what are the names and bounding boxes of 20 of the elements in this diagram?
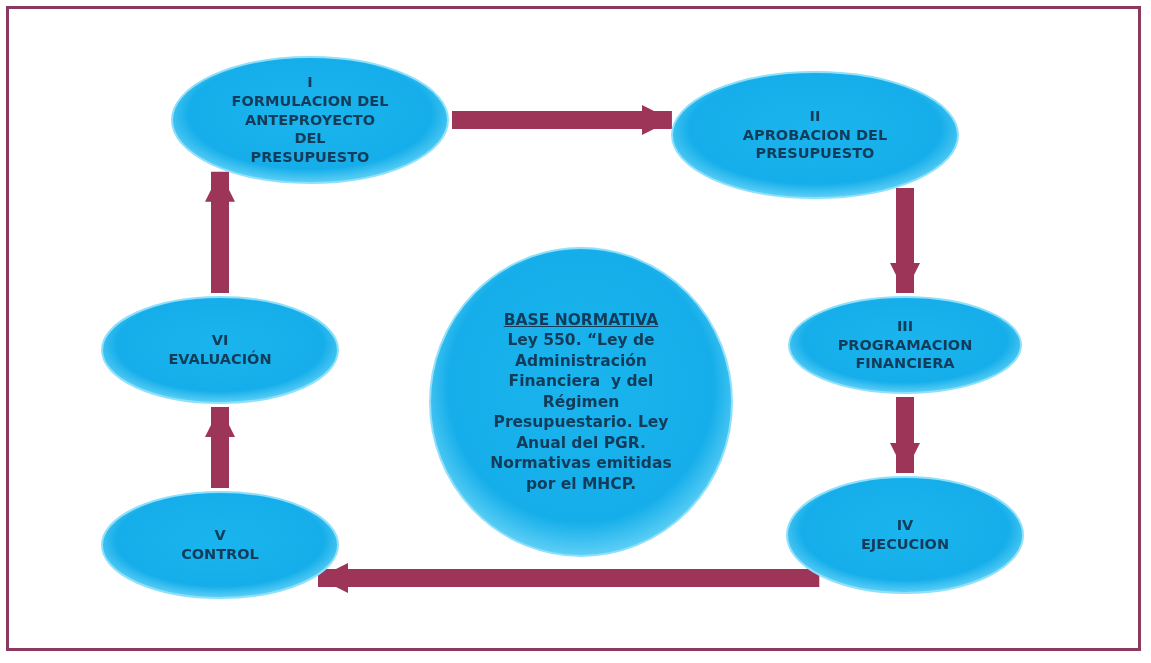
block-arrow [452,105,672,135]
body-text: Ley 550. “Ley de Administración Financiera y del Régimen Presupuestario. Ley Anual del PGR. Normativas emitidas por el MHCP. [489,330,673,495]
step-number: V [213,526,227,545]
block-arrow [205,171,235,293]
heading: BASE NORMATIVA [502,309,660,331]
step-number: II [808,106,822,126]
step-number: VI [210,331,230,350]
step-number: I [306,72,314,92]
block-arrow [205,407,235,488]
step-title: EVALUACIÓN [168,350,272,369]
step-title: PROGRAMACION FINANCIERA [836,335,974,374]
step-number: IV [895,516,915,535]
step-title: CONTROL [181,545,259,564]
step-title: APROBACION DEL PRESUPUESTO [741,125,889,164]
block-arrow [890,187,920,293]
step-title: FORMULACION DEL ANTEPROYECTO DEL PRESUPUESTO [230,91,390,168]
step-title: EJECUCION [860,535,950,554]
step-number: III [895,316,915,336]
block-arrow [890,397,920,473]
block-arrow [318,563,820,593]
